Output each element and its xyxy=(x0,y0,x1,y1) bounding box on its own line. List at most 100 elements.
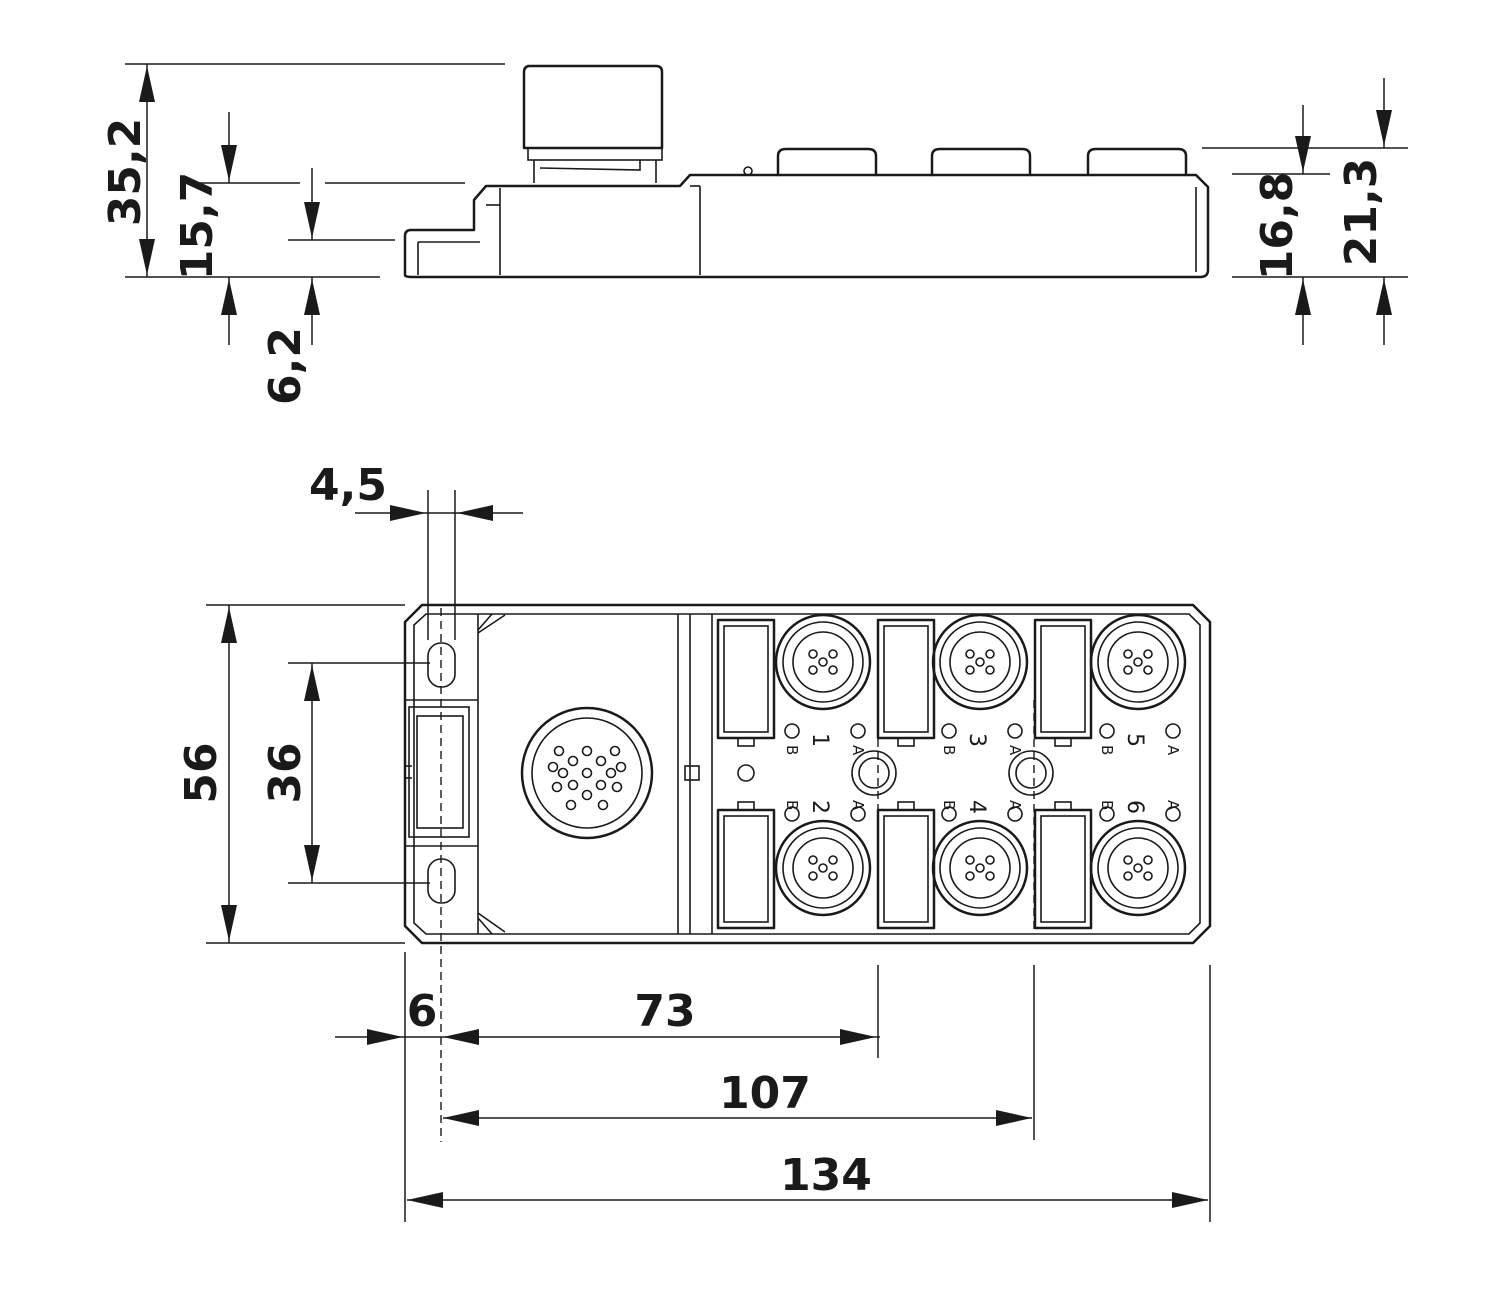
pin xyxy=(595,755,607,767)
dim-flange-height: 6,2 xyxy=(260,327,311,405)
arrow-head xyxy=(1376,110,1392,146)
led-b-label: B xyxy=(940,800,958,810)
pin xyxy=(581,767,593,779)
arrow-head xyxy=(1172,1192,1208,1208)
port-number: 5 xyxy=(1122,733,1147,747)
arrow-head xyxy=(840,1029,876,1045)
m12-socket xyxy=(931,613,1029,711)
status-led xyxy=(737,764,755,782)
mounting-hole xyxy=(427,642,456,688)
label-window xyxy=(876,618,936,740)
main-connector xyxy=(520,706,654,840)
port-number: 6 xyxy=(1122,800,1147,814)
mounting-hole xyxy=(427,858,456,904)
pin xyxy=(567,779,579,791)
pin xyxy=(581,745,593,757)
arrow-head xyxy=(443,1029,479,1045)
pin xyxy=(567,755,579,767)
top-device-outline xyxy=(403,603,1212,945)
label-window xyxy=(1033,618,1093,740)
led-a xyxy=(1007,806,1023,822)
arrow-head xyxy=(139,66,155,102)
pin xyxy=(547,761,559,773)
pin xyxy=(609,745,621,757)
led-a xyxy=(1007,723,1023,739)
side-device-outline xyxy=(403,64,1210,279)
led-b xyxy=(1099,723,1115,739)
dim-hole-spacing: 36 xyxy=(260,742,311,803)
arrow-head xyxy=(304,202,320,238)
pin xyxy=(615,761,627,773)
side-view: 35,2 15,7 6,2 16,8 21,3 xyxy=(100,63,1408,405)
led-a-label: A xyxy=(849,745,867,756)
io-port-5: B A 5 xyxy=(1033,613,1187,756)
led-a-label: A xyxy=(849,800,867,811)
arrow-head xyxy=(367,1029,403,1045)
label-window xyxy=(716,808,776,930)
pin xyxy=(553,745,565,757)
led-b xyxy=(784,723,800,739)
m12-socket xyxy=(931,819,1029,917)
port-boss xyxy=(776,147,878,177)
pin xyxy=(565,799,577,811)
pin xyxy=(597,799,609,811)
m12-socket xyxy=(774,613,872,711)
dim-hole-width: 4,5 xyxy=(309,460,387,511)
label-slot xyxy=(408,706,470,838)
led-a-label: A xyxy=(1006,800,1024,811)
led-a xyxy=(1165,806,1181,822)
led-a xyxy=(850,723,866,739)
arrow-head xyxy=(221,145,237,181)
led-b-label: B xyxy=(1098,745,1116,755)
led-b-label: B xyxy=(783,745,801,755)
arrow-head xyxy=(1376,279,1392,315)
port-number: 4 xyxy=(964,800,989,814)
pin xyxy=(581,789,593,801)
arrow-head xyxy=(407,1192,443,1208)
led-a-label: A xyxy=(1006,745,1024,756)
arrow-head xyxy=(221,607,237,643)
screw-boss xyxy=(851,750,897,796)
port-boss xyxy=(930,147,1032,177)
led-a-label: A xyxy=(1164,800,1182,811)
port-number: 2 xyxy=(807,800,832,814)
dim-housing-height: 16,8 xyxy=(1252,172,1303,281)
label-window xyxy=(716,618,776,740)
port-number: 1 xyxy=(807,733,832,747)
pin xyxy=(557,767,569,779)
pin xyxy=(551,781,563,793)
port-number: 3 xyxy=(964,733,989,747)
arrow-head xyxy=(443,1110,479,1126)
arrow-head xyxy=(304,279,320,315)
arrow-head xyxy=(996,1110,1032,1126)
label-window xyxy=(876,808,936,930)
led-b xyxy=(784,806,800,822)
pin xyxy=(605,767,617,779)
io-port-3: B A 3 xyxy=(876,613,1029,756)
m12-socket xyxy=(1089,819,1187,917)
led-b xyxy=(941,723,957,739)
led-a xyxy=(850,806,866,822)
arrow-head xyxy=(304,665,320,701)
arrow-head xyxy=(139,239,155,275)
led-b-label: B xyxy=(940,745,958,755)
led-a-label: A xyxy=(1164,745,1182,756)
led-b-label: B xyxy=(1098,800,1116,810)
dim-length: 134 xyxy=(780,1150,872,1201)
dim-width: 56 xyxy=(176,742,227,803)
main-connector-housing xyxy=(522,64,664,150)
io-port-6: B A 6 xyxy=(1033,800,1187,930)
dim-hole-offset: 6 xyxy=(407,986,438,1037)
arrow-head xyxy=(390,505,426,521)
label-window xyxy=(1033,808,1093,930)
arrow-head xyxy=(1295,136,1311,172)
m12-socket xyxy=(774,819,872,917)
arrow-head xyxy=(221,279,237,315)
screw-boss xyxy=(1008,750,1054,796)
dim-port-height: 21,3 xyxy=(1336,158,1387,267)
io-port-4: B A 4 xyxy=(876,800,1029,930)
led-a xyxy=(1165,723,1181,739)
port-boss xyxy=(1086,147,1188,177)
